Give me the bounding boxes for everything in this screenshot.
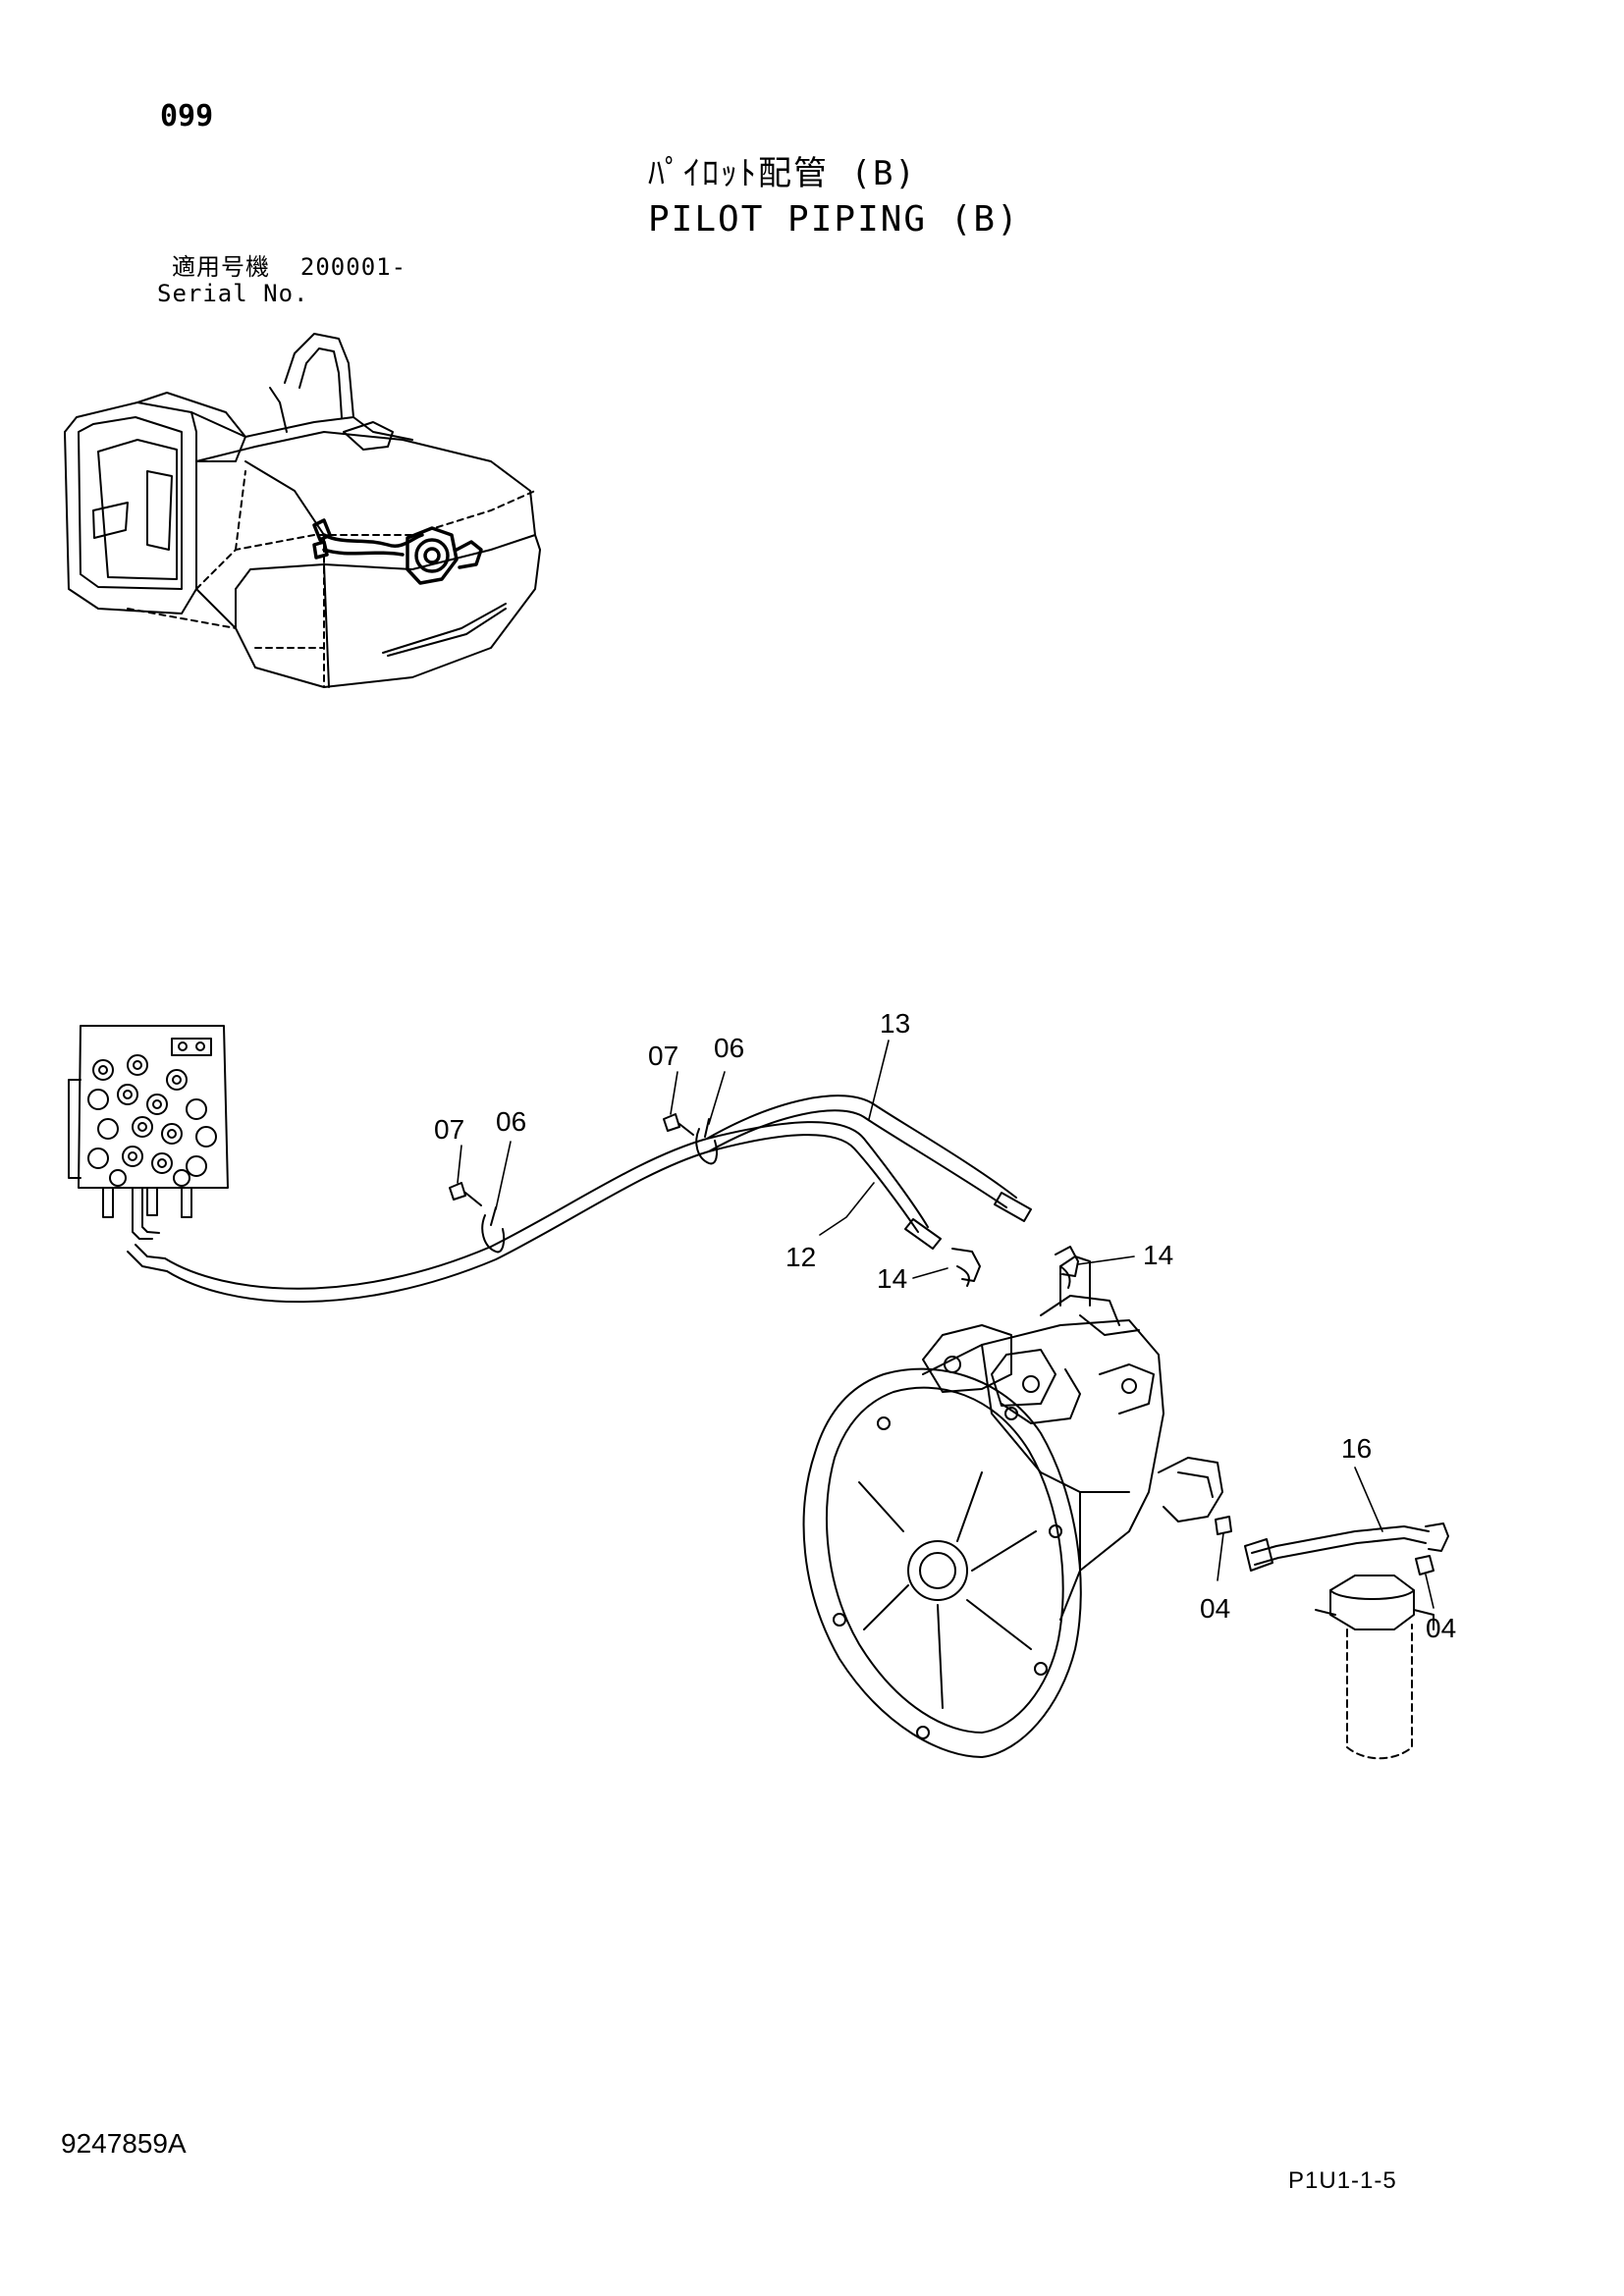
callout-14: 14 [1143, 1240, 1173, 1270]
excavator-overview-illustration [64, 333, 541, 688]
page-number: 099 [160, 99, 214, 133]
callout-06: 06 [714, 1033, 744, 1063]
callout-07: 07 [648, 1041, 678, 1071]
callout-07: 07 [434, 1114, 464, 1145]
title-english: PILOT PIPING (B) [648, 199, 1020, 240]
callout-06: 06 [496, 1106, 526, 1137]
serial-label-en: Serial No. [157, 280, 309, 307]
serial-applicability: 適用号機 200001- [172, 255, 406, 279]
callout-leaders [457, 1040, 1435, 1609]
page-code: P1U1-1-5 [1288, 2167, 1397, 2194]
pilot-hose-pair-illustration [164, 1095, 1079, 1304]
serial-value: 200001- [299, 253, 407, 281]
callout-13: 13 [880, 1008, 910, 1039]
pilot-hose-16-and-filter-illustration [1244, 1522, 1449, 1760]
main-pump-illustration [802, 1255, 1232, 1758]
callout-12: 12 [785, 1242, 816, 1272]
callout-14: 14 [877, 1263, 907, 1294]
pilot-valve-block-illustration [68, 1025, 229, 1272]
clamps-and-bolts-illustration [449, 1113, 718, 1254]
callout-04: 04 [1426, 1613, 1456, 1643]
serial-label-jp: 適用号機 [172, 253, 270, 281]
title-japanese: ﾊﾟｲﾛｯﾄ配管 (B) [648, 154, 917, 193]
document-number: 9247859A [61, 2128, 187, 2159]
callout-04: 04 [1200, 1593, 1230, 1624]
valve-ports [87, 1054, 217, 1187]
callout-numbers: 13 07 06 07 06 12 14 14 16 04 04 [434, 1008, 1456, 1643]
callout-16: 16 [1341, 1433, 1372, 1464]
